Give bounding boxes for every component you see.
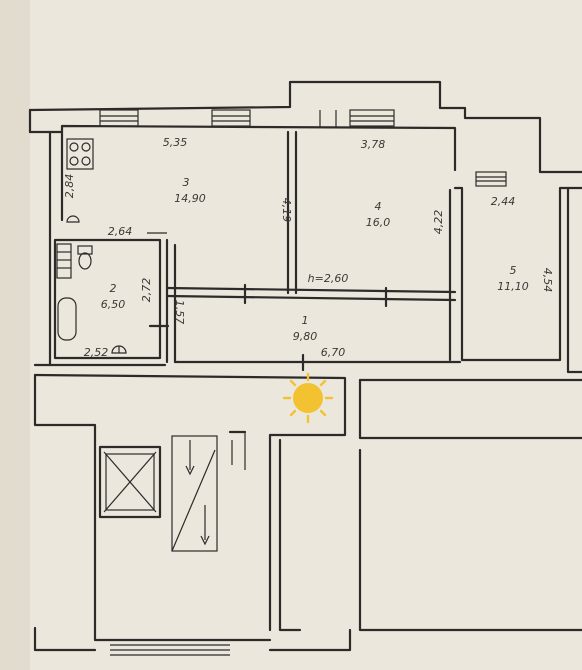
dimension-label: 6,70: [321, 346, 346, 359]
bathtub-icon: [57, 297, 77, 341]
toilet-icon: [111, 345, 127, 354]
dimension-label: 2,52: [84, 346, 109, 359]
svg-text:16,0: 16,0: [366, 216, 391, 229]
paper-edge: [0, 0, 30, 670]
dimension-label: 4,19: [280, 198, 293, 223]
room-4-label: 4 16,0: [366, 200, 391, 229]
room-5-label: 5 11,10: [497, 264, 529, 293]
radiator-icon: [56, 243, 72, 279]
dimension-label: 1,57: [173, 300, 186, 325]
svg-text:2: 2: [110, 282, 117, 295]
inner-walls: [53, 130, 457, 364]
room-1-label: 1 9,80: [293, 314, 318, 343]
svg-text:3: 3: [183, 176, 190, 189]
windows: [99, 109, 507, 187]
dimension-label: 5,35: [163, 136, 188, 149]
stairwell: [33, 373, 582, 656]
dimension-label: 2,72: [140, 278, 153, 303]
dimension-label: 2,84: [63, 174, 76, 199]
ceiling-height-label: h=2,60: [308, 272, 349, 285]
sink-icon: [66, 215, 80, 223]
stove-icon: [66, 138, 94, 170]
sun-icon: [282, 372, 334, 424]
svg-text:5: 5: [510, 264, 517, 277]
dimension-label: 4,22: [432, 210, 445, 235]
svg-text:14,90: 14,90: [174, 192, 206, 205]
entrance-steps: [110, 639, 230, 656]
dimension-label: 2,44: [491, 195, 516, 208]
toilet-icon: [77, 245, 93, 270]
svg-text:11,10: 11,10: [497, 280, 529, 293]
svg-text:1: 1: [302, 314, 309, 327]
dimension-lines: [147, 232, 297, 274]
svg-text:6,50: 6,50: [101, 298, 126, 311]
dimension-label: 2,64: [108, 225, 133, 238]
svg-text:4: 4: [375, 200, 382, 213]
room-2-label: 2 6,50: [101, 282, 126, 311]
dimension-label: 4,54: [541, 268, 554, 293]
svg-text:9,80: 9,80: [293, 330, 318, 343]
door-marks: [148, 110, 388, 372]
outer-walls: [28, 80, 582, 374]
dimension-label: 3,78: [361, 138, 386, 151]
room-3-label: 3 14,90: [174, 176, 206, 205]
